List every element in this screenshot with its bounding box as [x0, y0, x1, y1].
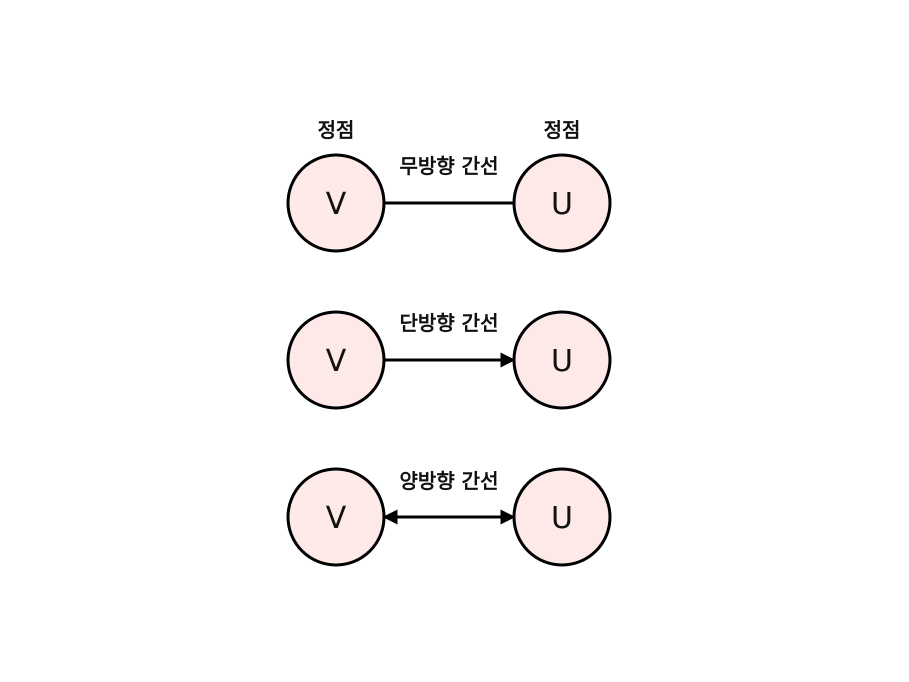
node-u: U: [512, 310, 612, 410]
node-u-label: U: [551, 501, 573, 536]
node-v: V: [286, 467, 386, 567]
node-u-circle: [512, 153, 612, 253]
edge-label: 양방향 간선: [400, 469, 499, 493]
vertex-caption-right: 정점: [544, 118, 581, 142]
node-u-label: U: [551, 187, 573, 222]
node-v-circle: [286, 153, 386, 253]
node-u: U: [512, 467, 612, 567]
node-v-label: V: [326, 501, 347, 536]
node-v-label: V: [326, 187, 347, 222]
node-u-circle: [512, 310, 612, 410]
edge-row-undirected: 무방향 간선 V U: [286, 153, 612, 253]
node-v-circle: [286, 310, 386, 410]
edge-row-bidirectional: 양방향 간선 V U: [286, 467, 612, 567]
node-v: V: [286, 153, 386, 253]
node-v-circle: [286, 467, 386, 567]
vertex-caption-left: 정점: [318, 118, 355, 142]
node-v: V: [286, 310, 386, 410]
edge-row-directed: 단방향 간선 V U: [286, 310, 612, 410]
node-u: U: [512, 153, 612, 253]
edge-label: 무방향 간선: [400, 154, 499, 178]
edge-label: 단방향 간선: [400, 311, 499, 335]
node-u-label: U: [551, 344, 573, 379]
node-v-label: V: [326, 344, 347, 379]
node-u-circle: [512, 467, 612, 567]
